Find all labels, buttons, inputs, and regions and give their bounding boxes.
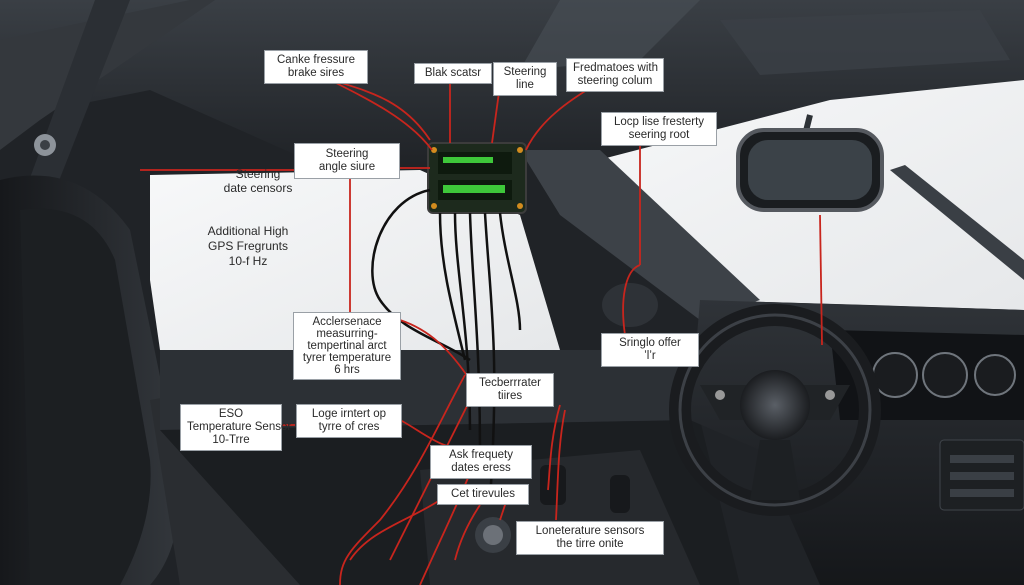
label-eso-line-2: Temperature Sensor (187, 421, 292, 433)
label-signal-offer-line-2: ʼlʼr (644, 350, 656, 362)
label-steering-line: Steering line (493, 62, 557, 96)
label-logo-interrupt-line-1: Loge irntert op (311, 408, 387, 420)
label-accelerometer: Acclersenace measurring- tempertinal arc… (293, 312, 401, 380)
label-gps-frequency: Additional High GPS Fregrunts 10-f Hz (200, 224, 296, 269)
label-brake-pressure: Canke fressure brake sires (264, 50, 368, 84)
label-accelerometer-line-5: 6 hrs (334, 364, 360, 376)
label-steering-date-line-2: date censors (223, 181, 293, 195)
label-tire-temperature: Tecberrrater tiires (466, 373, 554, 407)
label-accelerometer-line-4: tyrer temperature (302, 352, 392, 364)
label-signal-offer: Sringlo offer ʼlʼr (601, 333, 699, 367)
label-gps-line-2: GPS Fregrunts (207, 239, 289, 253)
label-steering-line-line-2: line (516, 79, 534, 91)
label-brake-pressure-line-2: brake sires (287, 67, 345, 79)
label-cat-levels: Cet tirevules (437, 484, 529, 505)
label-gps-line-3: 10-f Hz (228, 254, 268, 268)
label-steering-date-line-1: Steering (235, 167, 281, 181)
label-ask-frequency-line-2: dates eress (451, 462, 511, 474)
label-accelerometer-line-3: tempertinal arct (307, 340, 387, 352)
label-accelerometer-line-2: measurring- (316, 328, 378, 340)
label-gps-line-1: Additional High (207, 224, 289, 238)
label-black-sensor-line-1: Blak scatsr (424, 67, 482, 79)
label-black-sensor: Blak scatsr (414, 63, 492, 84)
label-steering-angle: Steering angle siure (294, 143, 400, 179)
label-steering-date-sensors: Steering date censors (222, 167, 294, 195)
label-logo-interrupt: Loge irntert op tyrre of cres (296, 404, 402, 438)
label-longitude-sensors-line-1: Loneterature sensors (535, 525, 645, 537)
label-steering-column: Fredmatoes with steering colum (566, 58, 664, 92)
label-tire-temp-line-1: Tecberrrater (479, 377, 541, 389)
label-accelerometer-line-1: Acclersenace (312, 316, 382, 328)
label-ask-frequency: Ask frequety dates eress (430, 445, 532, 479)
label-logo-interrupt-line-2: tyrre of cres (318, 421, 380, 433)
label-steering-angle-line-1: Steering (325, 148, 369, 160)
label-steering-root-line-2: seering root (628, 129, 690, 141)
label-longitude-sensors-line-2: the tirre onite (556, 538, 624, 550)
label-ask-frequency-line-1: Ask frequety (449, 449, 513, 461)
label-steering-line-line-1: Steering (503, 66, 547, 78)
label-eso-line-1: ESO (218, 408, 244, 420)
label-steering-root-line-1: Locp lise fresterty (613, 116, 705, 128)
label-eso-temperature-sensor: ESO Temperature Sensor 10-Trre (180, 404, 292, 451)
label-longitude-sensors: Loneterature sensors the tirre onite (516, 521, 664, 555)
label-signal-offer-line-1: Sringlo offer (619, 337, 681, 349)
label-steering-angle-line-2: angle siure (318, 161, 376, 173)
label-steering-column-line-1: Fredmatoes with (573, 62, 659, 74)
label-tire-temp-line-2: tiires (497, 390, 523, 402)
label-steering-column-line-2: steering colum (577, 75, 653, 87)
label-eso-line-3: 10-Trre (212, 434, 250, 446)
label-cat-levels-line-1: Cet tirevules (451, 488, 515, 500)
label-steering-root: Locp lise fresterty seering root (601, 112, 717, 146)
label-brake-pressure-line-1: Canke fressure (277, 54, 355, 66)
